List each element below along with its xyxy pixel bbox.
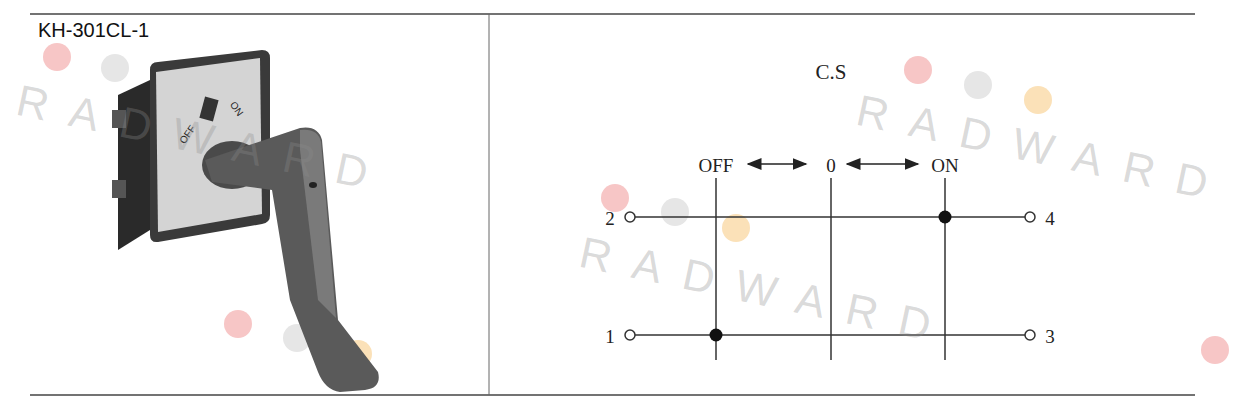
terminal-number: 4 [1045,209,1055,228]
terminal-number: 1 [605,327,615,346]
terminal-number: 3 [1045,327,1055,346]
diagram-heading: C.S [816,62,847,83]
position-label: 0 [826,156,836,175]
terminal-number: 2 [605,209,615,228]
position-label: ON [931,156,958,175]
product-title: KH-301CL-1 [38,20,149,40]
position-label: OFF [699,156,734,175]
